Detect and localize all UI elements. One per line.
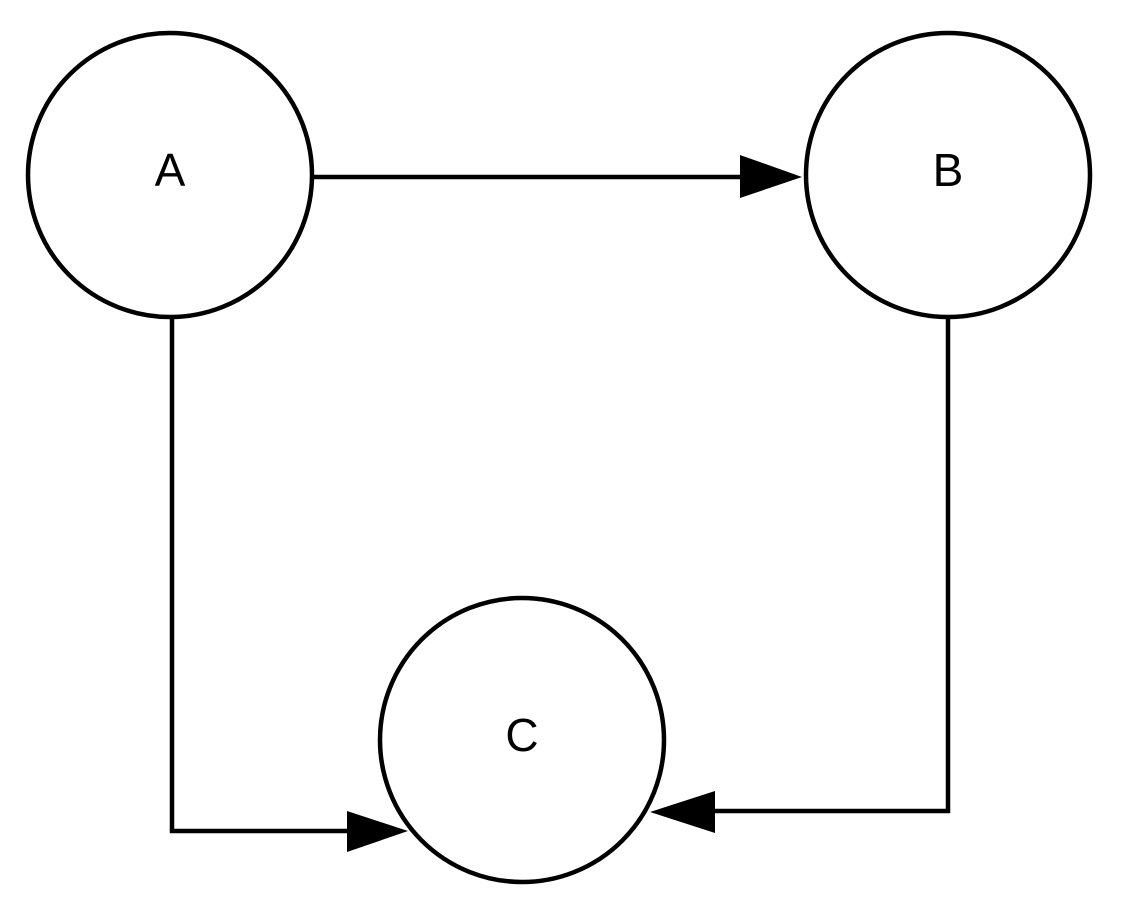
node-circle bbox=[25, 30, 315, 320]
node-a[interactable]: A bbox=[25, 30, 315, 320]
node-label: C bbox=[505, 709, 538, 761]
node-circle bbox=[377, 595, 667, 885]
node-circle bbox=[803, 30, 1093, 320]
arrowhead bbox=[650, 791, 715, 833]
edge-line bbox=[169, 318, 352, 834]
edge-b-to-c bbox=[650, 318, 951, 833]
edge-line bbox=[710, 318, 951, 814]
node-label: B bbox=[933, 144, 964, 196]
node-c[interactable]: C bbox=[377, 595, 667, 885]
arrowhead bbox=[740, 155, 802, 198]
edge-a-to-b bbox=[313, 155, 802, 198]
arrowhead bbox=[347, 811, 408, 852]
edge-a-to-c bbox=[169, 318, 408, 852]
node-b[interactable]: B bbox=[803, 30, 1093, 320]
node-label: A bbox=[155, 144, 186, 196]
